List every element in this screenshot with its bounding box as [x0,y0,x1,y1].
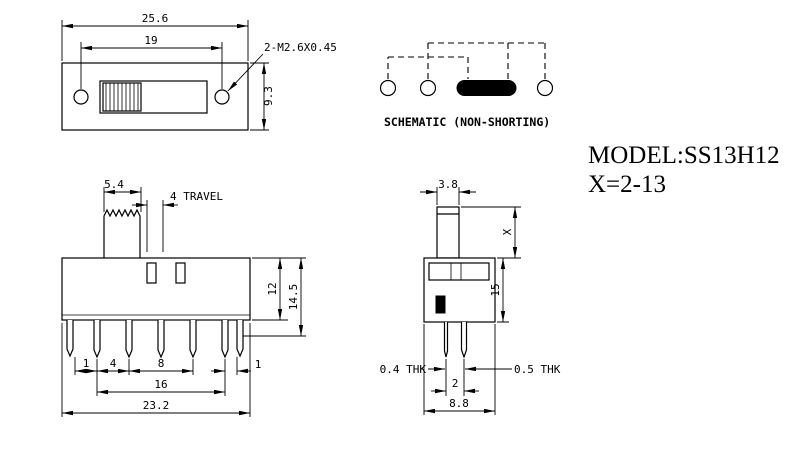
schematic-dashed-links [387,42,546,79]
pin-4 [189,320,197,359]
model-number: MODEL:SS13H12 [588,142,780,169]
schematic-caption: SCHEMATIC (NON-SHORTING) [384,115,550,129]
side-view-body [423,257,496,323]
model-variable: X=2-13 [588,171,666,198]
dim-depth: 8.8 [449,397,469,410]
dim-travel: 4 TRAVEL [170,190,223,203]
terminal-1 [379,79,397,97]
schematic-view: SCHEMATIC (NON-SHORTING) [379,42,554,129]
actuator-knob-front [103,208,141,258]
bracket-leg-left [66,320,74,358]
dim-hole-spacing: 19 [144,34,157,47]
dim-front-body-height: 12 [266,282,279,295]
thread-callout: 2-M2.6X0.45 [264,41,337,54]
model-block: MODEL:SS13H12 X=2-13 [588,142,780,198]
dim-thk-left: 0.4 THK [380,363,427,376]
side-bracket-leg [460,322,468,359]
slider-contact [456,80,517,96]
side-view: 3.8 X 15 0.4 THK 0.5 THK 2 8.8 [380,178,561,415]
dim-actuator-height-x: X [501,228,514,235]
dim-pin-span: 16 [154,378,167,391]
dim-overall-width: 23.2 [143,399,170,412]
slider-slot [99,80,208,114]
dim-knob-depth: 3.8 [438,178,458,191]
bracket-leg-right [236,320,244,358]
pin-1 [93,320,101,359]
inner-divider [450,262,462,281]
actuator-knob-side [436,206,460,259]
dim-top-height: 9.3 [262,86,275,106]
terminal-4 [536,79,554,97]
mounting-hole-right [214,89,230,105]
top-view: 25.6 19 9.3 2-M2.6X0.45 [61,12,337,131]
side-pin [443,322,449,358]
dim-offset-right: 1 [255,358,262,371]
dim-pitch: 4 [110,357,117,370]
dim-mid-span: 8 [158,357,165,370]
terminal-2 [419,79,437,97]
dim-offset-left: 1 [83,357,90,370]
dim-top-width: 25.6 [142,12,169,25]
dim-thk-right: 0.5 THK [514,363,561,376]
thread-leader-line [227,53,264,92]
pin-3 [157,320,165,359]
dim-pin-gap: 2 [452,377,459,390]
mounting-hole-left [73,89,89,105]
dim-front-total-height: 14.5 [287,284,300,311]
dim-knob-width: 5.4 [104,178,124,191]
vent-slot-1 [146,262,157,284]
contact-block [435,295,446,314]
pin-5 [221,320,229,359]
vent-slot-2 [175,262,186,284]
knob-hatch [105,83,139,111]
pin-2 [125,320,133,359]
front-view: 5.4 4 TRAVEL 12 14.5 1 4 8 1 16 23.2 [61,178,306,417]
dim-side-body-height: 15 [489,283,502,296]
